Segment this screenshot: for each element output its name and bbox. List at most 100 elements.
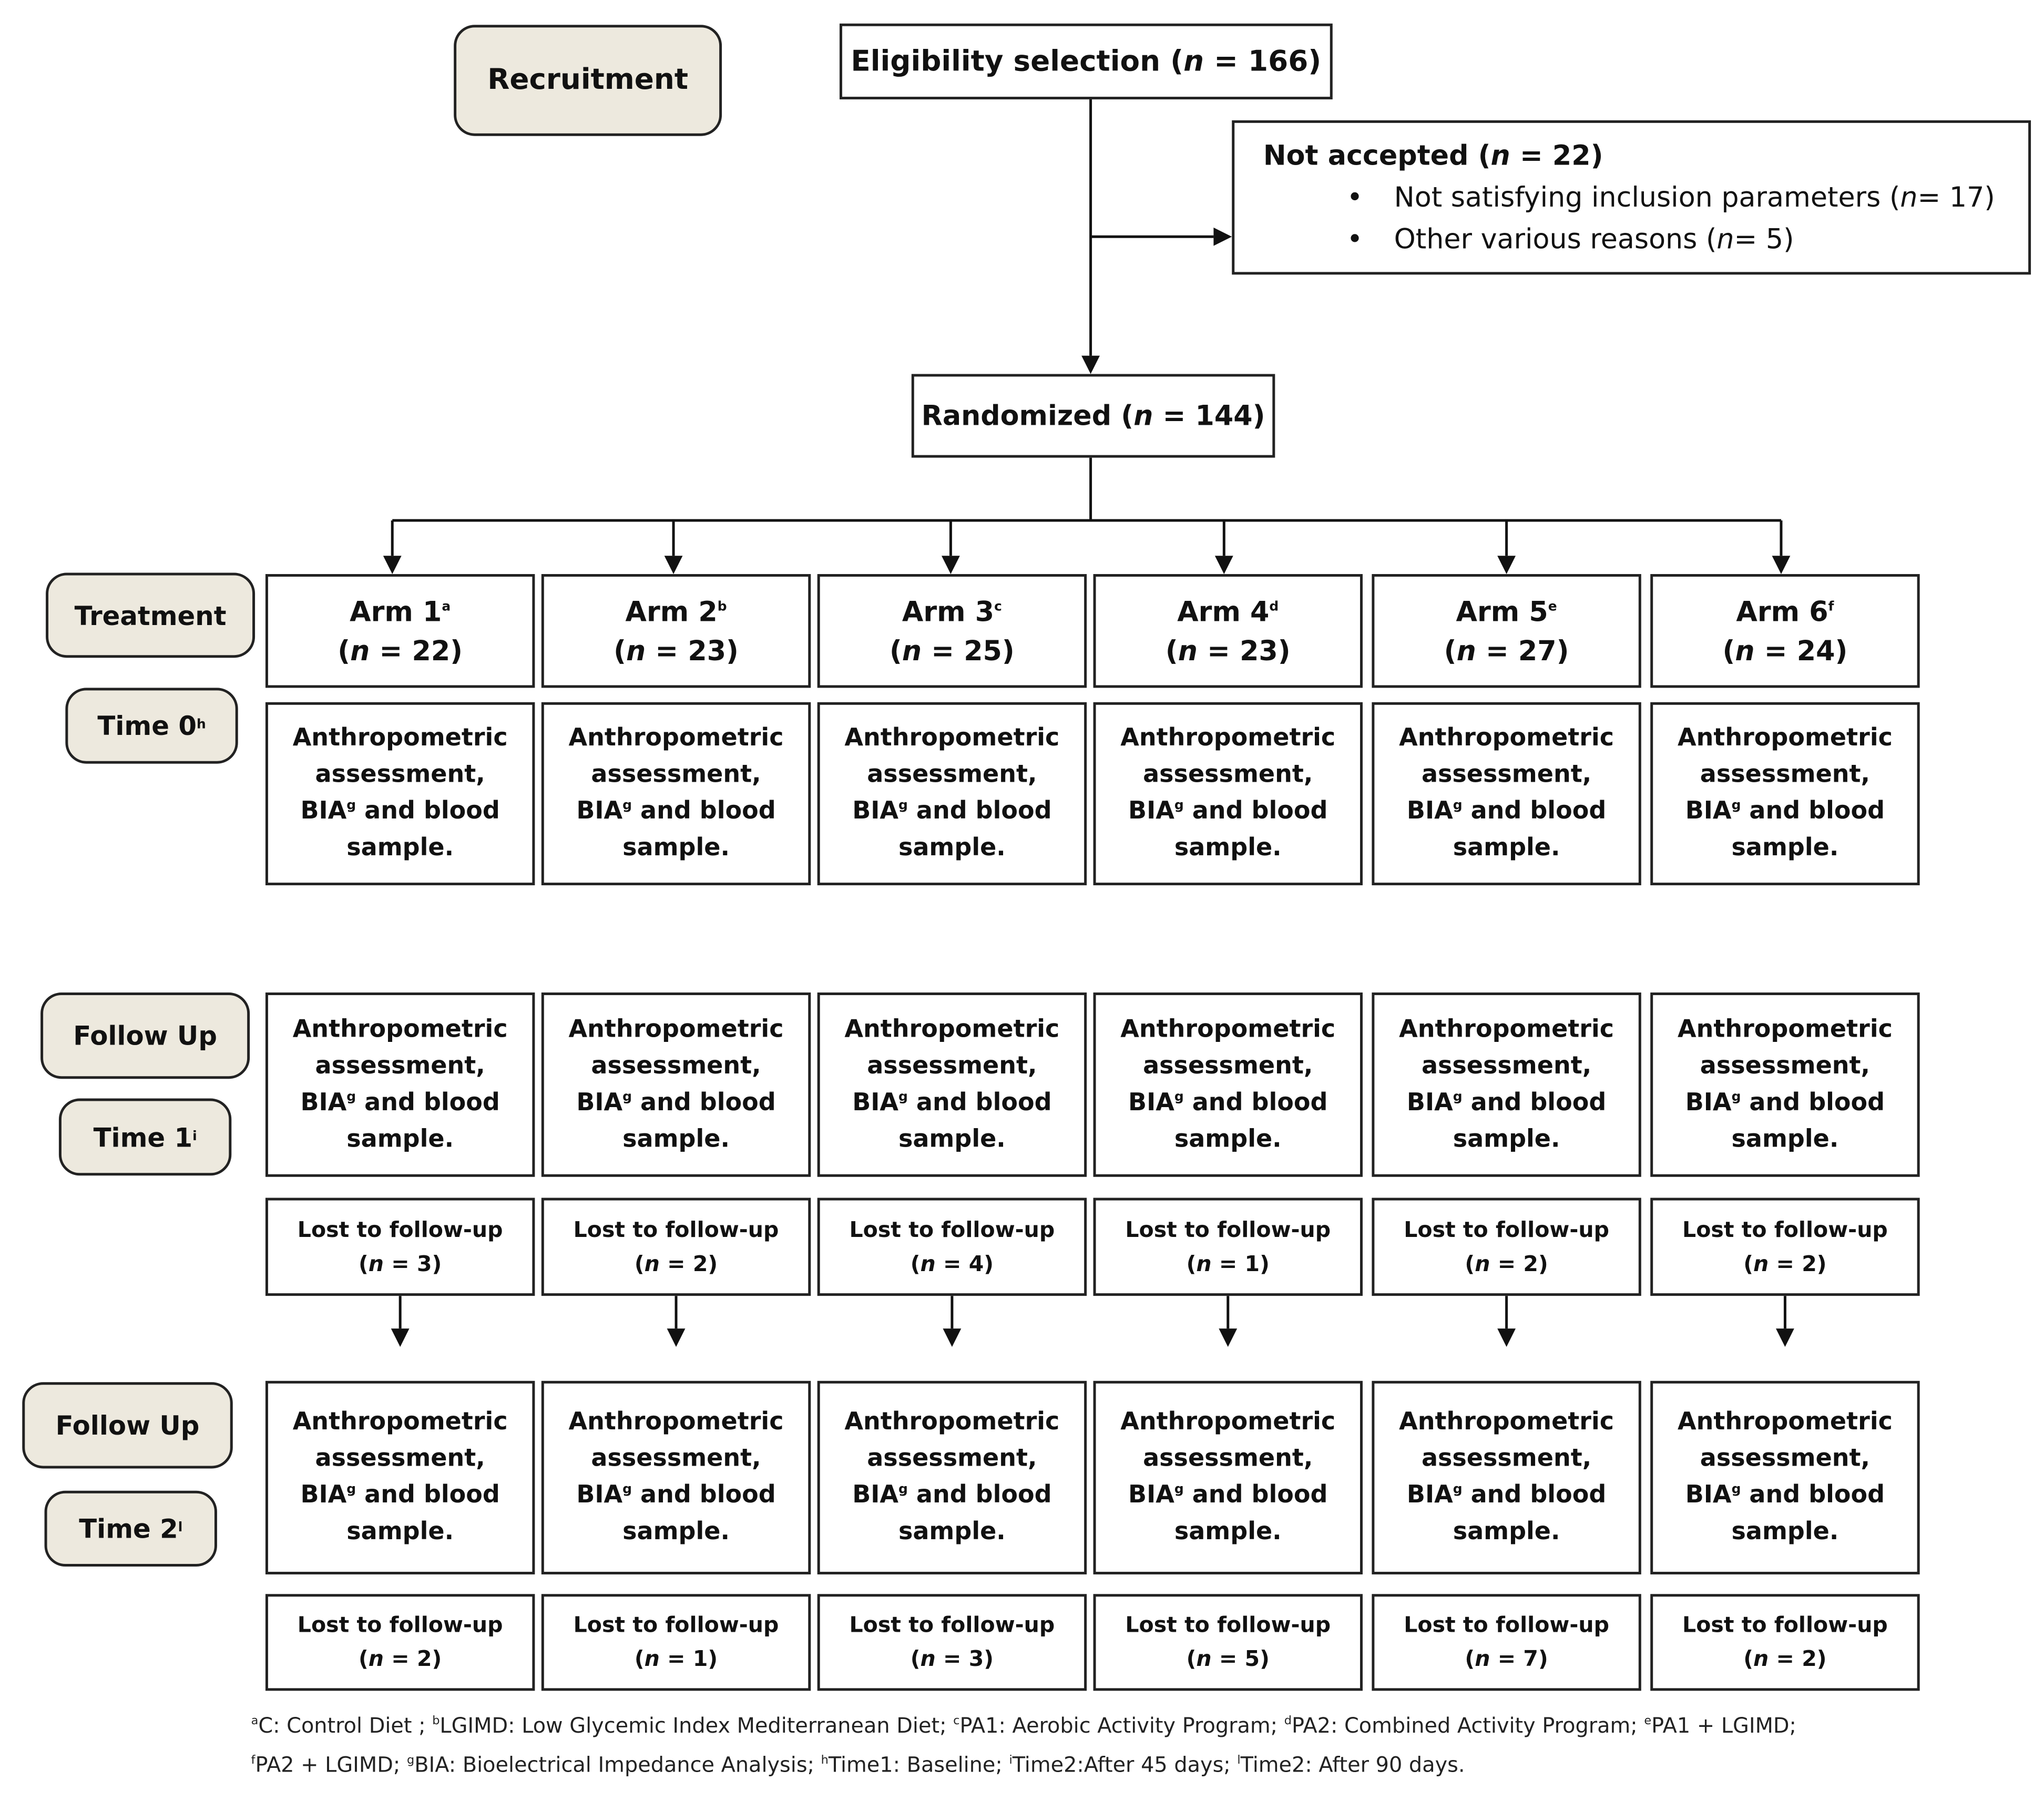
lost-to-followup-box-time1-arm-5: Lost to follow-up(n = 2) [1372,1198,1641,1296]
assessment-line: sample. [1453,1518,1560,1546]
bia-sup: g [1174,1482,1184,1497]
bia-text: BIA [1685,1481,1732,1509]
assessment-line: BIAg and blood [1685,794,1885,831]
arm-title: Arm 3c [902,592,1002,631]
assessment-line: assessment, [591,761,761,789]
assessment-line: Anthropometric [1120,1015,1336,1043]
assessment-line: Anthropometric [844,1408,1060,1436]
arm-count-open: ( [338,635,351,667]
phase-followup-1: Follow Up [40,992,250,1079]
arm-name: Arm 6 [1736,596,1828,627]
lost-to-followup-box-time1-arm-1: Lost to follow-up(n = 3) [265,1198,535,1296]
lost-label: Lost to follow-up [297,1216,503,1242]
footnote-text: Time2:After 45 days; [1012,1752,1238,1777]
lost-count-n: n [1475,1251,1490,1276]
bia-text: BIA [852,1481,899,1509]
not-accepted-item-pre: Not satisfying inclusion parameters ( [1394,181,1900,213]
lost-count-post: = 2) [1769,1251,1827,1276]
assessment-line-post: and blood [632,1481,776,1509]
bia-text: BIA [576,1088,623,1117]
lost-to-followup-box-time2-arm-1: Lost to follow-up(n = 2) [265,1594,535,1691]
assessment-line-post: and blood [356,1088,500,1117]
assessment-line: BIAg and blood [576,794,775,831]
lost-label: Lost to follow-up [849,1216,1055,1242]
assessment-line: BIAg and blood [576,1084,775,1121]
lost-count-n: n [920,1251,936,1276]
arm-title: Arm 2b [626,592,727,631]
lost-count-pre: ( [910,1251,921,1276]
assessment-line: Anthropometric [292,1408,508,1436]
footnote-marker: i [1009,1754,1013,1768]
bia-text: BIA [1128,1481,1174,1509]
lost-label: Lost to follow-up [1404,1612,1609,1638]
arrow-to-not-accepted [1213,227,1232,246]
assessment-line: Anthropometric [1399,724,1614,752]
lost-label: Lost to follow-up [1682,1216,1888,1242]
not-accepted-item-n: n [1716,223,1734,255]
phase-time1-label: Time 1 [93,1121,193,1153]
arrow-to-arm-6 [1772,556,1791,575]
footnote-text: Time2: After 90 days. [1240,1752,1465,1777]
arrow-to-arm-4 [1214,556,1233,575]
eligibility-label: Eligibility selection ( [851,45,1184,78]
randomized-n-text: = 144) [1153,400,1265,432]
bia-sup: g [1731,1089,1741,1104]
lost-to-followup-box-time2-arm-5: Lost to follow-up(n = 7) [1372,1594,1641,1691]
assessment-line: assessment, [867,1052,1037,1080]
assessment-line-post: and blood [1462,797,1607,825]
lost-count: (n = 2) [635,1247,718,1281]
assessment-line: assessment, [867,1445,1037,1472]
footnote-text: C: Control Diet ; [258,1713,433,1738]
lost-count-pre: ( [1743,1646,1754,1672]
bia-sup: g [346,1089,356,1104]
lost-count: (n = 4) [911,1247,994,1281]
lost-count: (n = 3) [911,1642,994,1676]
bia-text: BIA [300,797,347,825]
arm-name: Arm 3 [902,596,995,627]
bia-sup: g [1453,1482,1463,1497]
bia-sup: g [1731,799,1741,813]
lost-count-pre: ( [1465,1251,1475,1276]
assessment-line: sample. [898,834,1006,862]
arrow-to-time2-arm-5 [1497,1328,1516,1347]
assessment-line-post: and blood [632,1088,776,1117]
lost-count-post: = 2) [384,1646,442,1672]
arm-box-4: Arm 4d(n = 23) [1093,574,1363,688]
footnote-text: LGIMD: Low Glycemic Index Mediterranean … [440,1713,954,1738]
lost-to-followup-box-time1-arm-3: Lost to follow-up (n = 4) [817,1198,1087,1296]
lost-count-n: n [1196,1251,1212,1276]
phase-time0-label: Time 0 [97,710,197,742]
eligibility-n-text: = 166) [1204,45,1322,78]
assessment-line: BIAg and blood [300,794,499,831]
bia-sup: g [1453,1089,1463,1104]
assessment-line-post: and blood [1183,1088,1328,1117]
lost-label: Lost to follow-up [849,1612,1055,1638]
lost-label: Lost to follow-up [1404,1216,1609,1242]
footnote-marker: f [251,1754,255,1768]
lost-count-pre: ( [1186,1251,1197,1276]
bia-sup: g [1174,1089,1184,1104]
lost-count-pre: ( [359,1646,369,1672]
phase-followup-2: Follow Up [22,1382,233,1469]
assessment-line: sample. [1453,1125,1560,1153]
assessment-line: BIAg and blood [1128,1478,1327,1515]
lost-label: Lost to follow-up [297,1612,503,1638]
arrow-to-arm-5 [1497,556,1516,575]
footnote-text: BIA: Bioelectrical Impedance Analysis; [414,1752,821,1777]
phase-treatment-label: Treatment [74,599,227,631]
assessment-line: assessment, [591,1445,761,1472]
lost-count-n: n [644,1251,660,1276]
assessment-line: Anthropometric [1399,1408,1614,1436]
assessment-line: sample. [346,1125,454,1153]
arm-title: Arm 4d [1177,592,1279,631]
arm-box-3: Arm 3c(n = 25) [817,574,1087,688]
randomized-box: Randomized (n = 144) [911,374,1275,458]
assessment-line-post: and blood [907,1088,1052,1117]
randomized-n-var: n [1133,400,1153,432]
lost-count-pre: ( [1743,1251,1754,1276]
